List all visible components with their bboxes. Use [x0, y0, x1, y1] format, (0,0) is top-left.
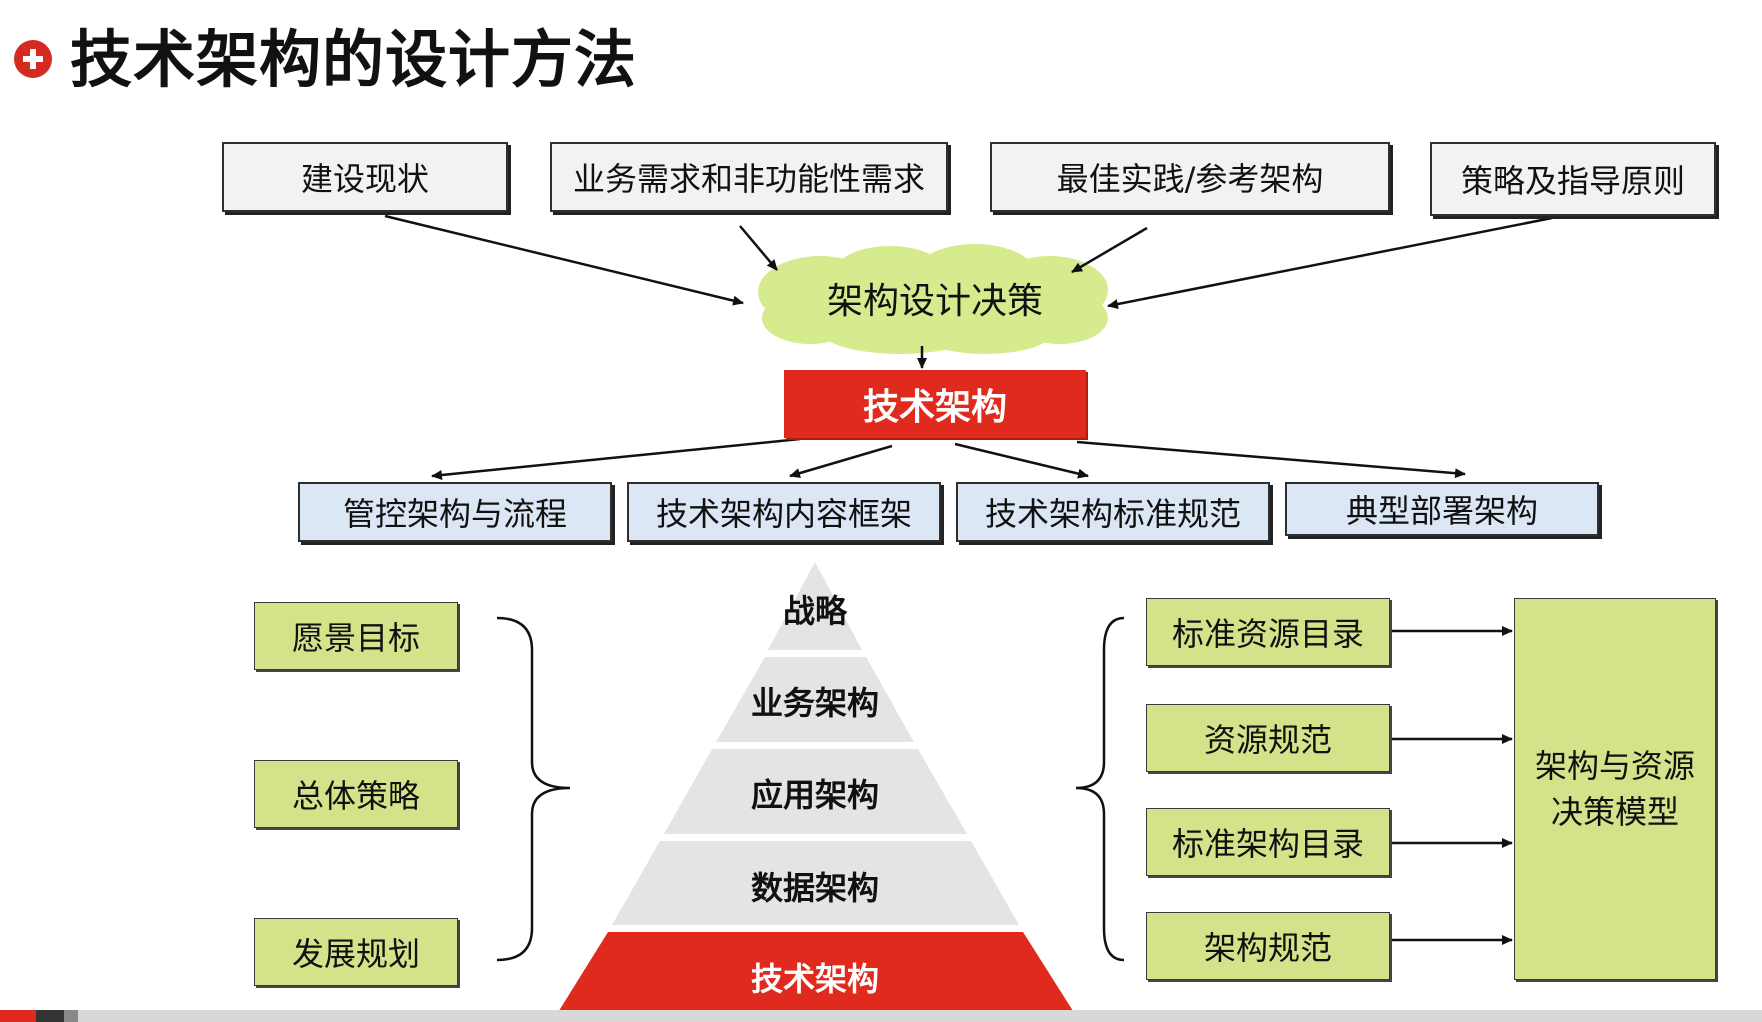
pyramid-level-business: 业务架构 — [750, 684, 879, 722]
left-item-label: 总体策略 — [291, 777, 420, 815]
pyramid-shape — [552, 562, 1080, 1022]
left-box-plan: 发展规划 — [254, 918, 458, 986]
footer-bar-red — [0, 1010, 36, 1022]
core-technical-architecture: 技术架构 — [784, 370, 1086, 438]
pyramid-level-data: 数据架构 — [750, 869, 879, 907]
footer-bar-gray — [64, 1010, 78, 1022]
right-item-label: 资源规范 — [1203, 721, 1332, 759]
pyramid-level-technology: 技术架构 — [750, 960, 879, 998]
output-box-standards: 技术架构标准规范 — [956, 482, 1270, 542]
page-title: 技术架构的设计方法 — [70, 23, 638, 96]
input-label: 最佳实践/参考架构 — [1056, 160, 1324, 198]
input-box-strategy: 策略及指导原则 — [1430, 142, 1716, 216]
footer-bar-dark — [36, 1010, 64, 1022]
footer-bar-track — [78, 1010, 1762, 1022]
right-box-resource-catalog: 标准资源目录 — [1146, 598, 1390, 666]
right-box-architecture-catalog: 标准架构目录 — [1146, 808, 1390, 876]
right-item-label: 标准架构目录 — [1171, 825, 1364, 863]
core-label: 技术架构 — [862, 387, 1007, 428]
output-label: 技术架构标准规范 — [984, 495, 1241, 533]
left-brace — [496, 616, 571, 962]
output-box-deployment: 典型部署架构 — [1285, 482, 1599, 536]
input-box-current-state: 建设现状 — [222, 142, 508, 212]
output-box-governance: 管控架构与流程 — [298, 482, 612, 542]
left-box-strategy: 总体策略 — [254, 760, 458, 828]
pyramid-level-strategy: 战略 — [782, 592, 847, 630]
input-label: 业务需求和非功能性需求 — [572, 160, 925, 198]
output-label: 技术架构内容框架 — [655, 495, 912, 533]
output-label: 典型部署架构 — [1345, 492, 1538, 530]
left-item-label: 发展规划 — [291, 935, 420, 973]
right-box-resource-spec: 资源规范 — [1146, 704, 1390, 772]
model-label-line2: 决策模型 — [1550, 793, 1679, 831]
right-brace — [1075, 616, 1125, 962]
right-box-architecture-spec: 架构规范 — [1146, 912, 1390, 980]
input-box-best-practice: 最佳实践/参考架构 — [990, 142, 1390, 212]
model-arrows — [1390, 626, 1513, 945]
left-item-label: 愿景目标 — [291, 619, 420, 657]
input-box-requirements: 业务需求和非功能性需求 — [550, 142, 948, 212]
left-box-vision: 愿景目标 — [254, 602, 458, 670]
decision-cloud-label: 架构设计决策 — [826, 281, 1043, 322]
decision-cloud-shape — [758, 244, 1108, 354]
plus-circle-icon — [14, 40, 52, 78]
decision-model-box: 架构与资源 决策模型 — [1514, 598, 1716, 980]
output-arrows — [431, 437, 1466, 480]
input-label: 建设现状 — [300, 160, 429, 198]
right-item-label: 架构规范 — [1203, 929, 1332, 967]
output-box-content-framework: 技术架构内容框架 — [627, 482, 941, 542]
right-item-label: 标准资源目录 — [1171, 615, 1364, 653]
model-label-line1: 架构与资源 — [1534, 747, 1695, 785]
input-arrows — [384, 214, 1553, 309]
pyramid-level-application: 应用架构 — [750, 776, 879, 814]
output-label: 管控架构与流程 — [342, 495, 567, 533]
input-label: 策略及指导原则 — [1460, 162, 1685, 200]
